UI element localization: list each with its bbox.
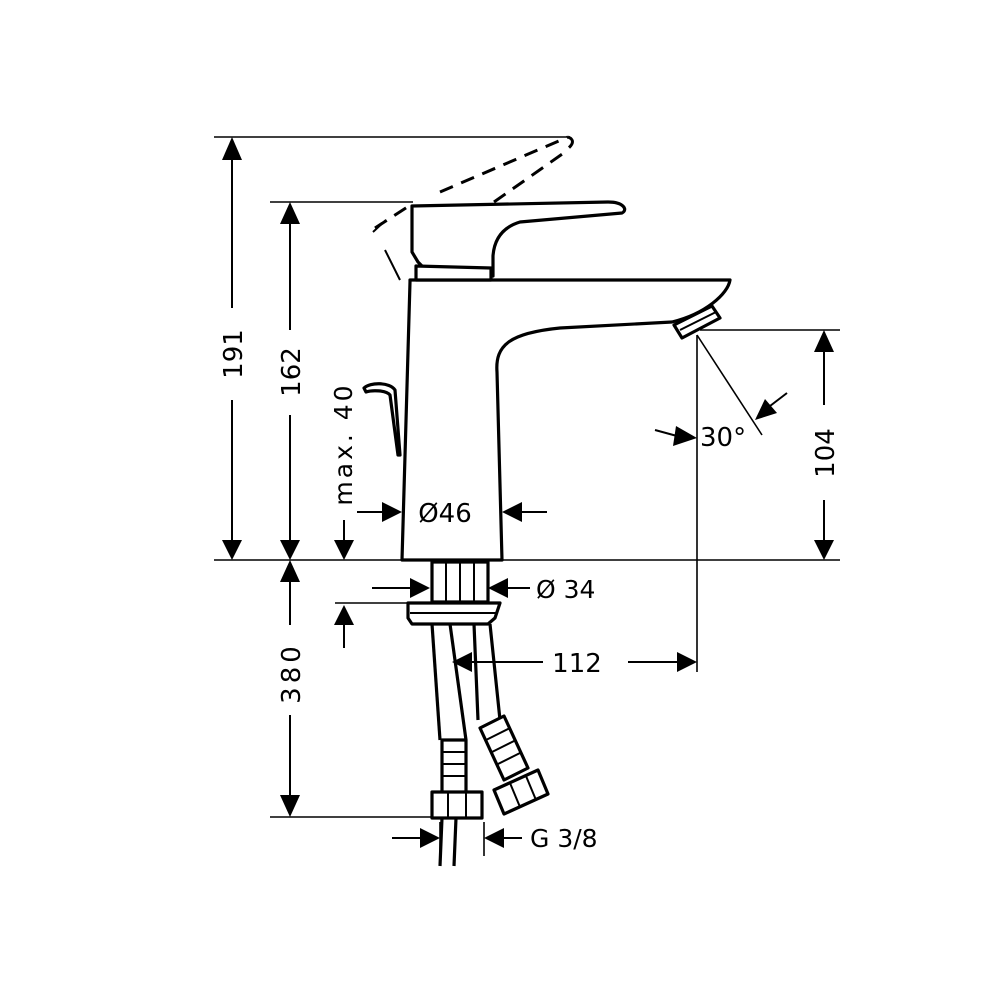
arrow-104-bottom: [814, 540, 834, 560]
label-spray-angle: 30°: [700, 423, 746, 453]
lever-handle: [372, 200, 627, 282]
arrow-d46-right: [502, 502, 522, 522]
arrow-112-right: [677, 652, 697, 672]
arrow-30-left: [673, 426, 697, 446]
label-pop-up-max: max. 40: [329, 382, 358, 505]
arrow-g38-right: [484, 828, 504, 848]
arrow-d34-right: [488, 578, 508, 598]
dimension-lines: [222, 137, 834, 856]
extension-lines: [214, 136, 840, 818]
arrow-162-top: [280, 202, 300, 224]
arrow-d46-left: [382, 502, 402, 522]
arrow-380-top: [280, 560, 300, 582]
arrow-191-bottom: [222, 540, 242, 560]
supply-hoses: [430, 623, 550, 867]
label-spout-diameter: Ø46: [418, 499, 472, 529]
label-outlet-projection: 112: [552, 649, 602, 679]
mounting-shank: [406, 560, 502, 626]
pop-up-rod: [362, 382, 402, 457]
label-thread-diameter: Ø 34: [536, 575, 595, 604]
arrow-d34-left: [410, 578, 430, 598]
label-spout-height: 104: [811, 428, 841, 478]
label-below-deck: 380: [277, 642, 307, 704]
arrow-deck-thickness: [334, 605, 354, 625]
lever-open-position: [374, 135, 574, 230]
label-body-height: 162: [277, 347, 307, 397]
label-connection-thread: G 3/8: [530, 824, 598, 853]
aerator: [672, 304, 722, 340]
arrow-104-top: [814, 330, 834, 352]
arrow-380-bottom: [280, 795, 300, 817]
arrow-112-left: [452, 652, 472, 672]
arrow-30-right: [755, 399, 777, 420]
faucet-body: [400, 278, 732, 562]
arrow-max40: [334, 540, 354, 560]
arrow-162-bottom: [280, 540, 300, 560]
arrow-g38-left: [420, 828, 440, 848]
label-overall-height: 191: [219, 329, 249, 379]
arrow-191-top: [222, 137, 242, 160]
